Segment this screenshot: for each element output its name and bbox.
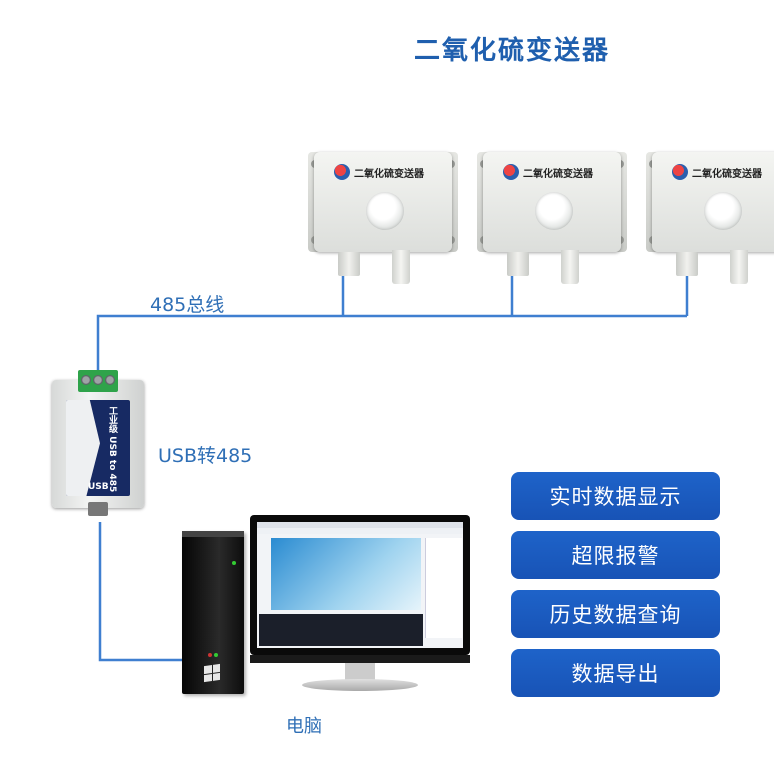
sensor-probe	[730, 250, 748, 284]
sensor-name: 二氧化硫变送器	[692, 169, 762, 180]
brand-logo-icon	[503, 164, 519, 180]
feature-realtime-display: 实时数据显示	[511, 472, 720, 520]
terminal-block	[78, 370, 118, 392]
computer-label: 电脑	[286, 716, 322, 737]
cable-gland	[338, 252, 360, 276]
windows-logo-icon	[204, 663, 220, 683]
software-screen	[257, 522, 463, 648]
pc-tower	[182, 531, 244, 694]
sensor-probe	[392, 250, 410, 284]
converter-usb-text: USB	[88, 482, 109, 492]
page-title: 二氧化硫变送器	[413, 36, 610, 66]
brand-logo-icon	[334, 164, 350, 180]
sensor-lens	[535, 192, 573, 230]
cable-gland	[507, 252, 529, 276]
cable-gland	[676, 252, 698, 276]
hdd-led-icon	[208, 653, 212, 657]
monitor	[250, 515, 470, 697]
bus-line	[96, 314, 687, 378]
bus-label: 485总线	[150, 294, 225, 316]
usb-port	[88, 502, 108, 516]
usb-cable	[98, 522, 188, 662]
sensor-name: 二氧化硫变送器	[523, 169, 593, 180]
feature-list: 实时数据显示 超限报警 历史数据查询 数据导出	[511, 472, 720, 708]
sensor-probe	[561, 250, 579, 284]
sensor-device-3: 二氧化硫变送器	[646, 152, 774, 284]
feature-history-query: 历史数据查询	[511, 590, 720, 638]
feature-over-limit-alarm: 超限报警	[511, 531, 720, 579]
usb-485-converter: 工业级 USB to 485 USB	[52, 370, 144, 520]
sensor-lens	[704, 192, 742, 230]
sensor-name: 二氧化硫变送器	[354, 169, 424, 180]
sensor-lens	[366, 192, 404, 230]
feature-data-export: 数据导出	[511, 649, 720, 697]
sensor-device-1: 二氧化硫变送器	[308, 152, 458, 284]
power-led-icon	[232, 561, 236, 565]
brand-logo-icon	[672, 164, 688, 180]
status-led-icon	[214, 653, 218, 657]
converter-side-text: 工业级 USB to 485	[107, 406, 117, 493]
sensor-device-2: 二氧化硫变送器	[477, 152, 627, 284]
converter-label: USB转485	[158, 445, 253, 467]
